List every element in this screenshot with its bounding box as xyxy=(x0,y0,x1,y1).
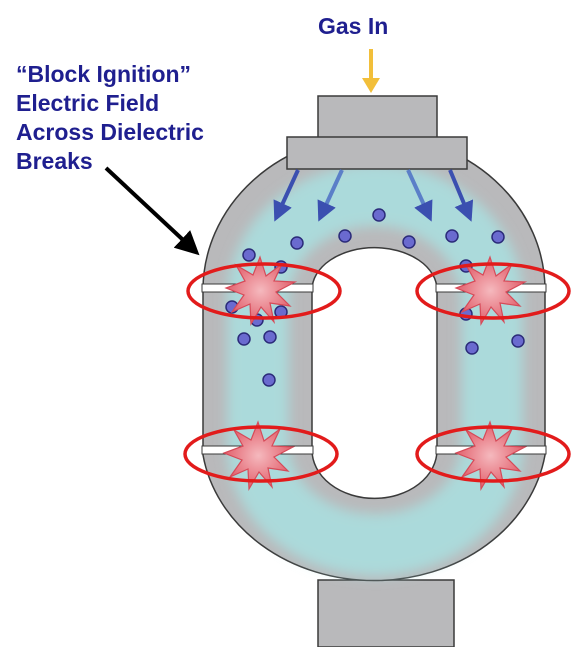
callout-line-3: Across Dielectric xyxy=(16,119,204,145)
break-ellipse-top-left xyxy=(186,262,342,320)
break-ellipse-top-right xyxy=(415,262,571,320)
particle xyxy=(372,208,386,222)
particle xyxy=(262,373,276,387)
gas-particles xyxy=(225,208,525,387)
spark-burst-icon xyxy=(222,420,296,492)
spark-burst-icon xyxy=(454,255,528,327)
particle xyxy=(465,341,479,355)
outlet-block xyxy=(317,579,455,647)
spark-burst-icon xyxy=(454,420,528,492)
particle xyxy=(491,230,505,244)
block-ignition-callout: “Block Ignition” Electric Field Across D… xyxy=(16,60,204,176)
flow-arrow-1 xyxy=(273,169,300,222)
particle xyxy=(338,229,352,243)
break-ellipse-bottom-right xyxy=(415,425,571,483)
callout-line-4: Breaks xyxy=(16,148,93,174)
ignition-sparks xyxy=(222,255,528,492)
arrow-down-icon xyxy=(362,49,380,93)
inlet-flange xyxy=(286,136,468,170)
particle xyxy=(242,248,256,262)
particle xyxy=(445,229,459,243)
gas-in-label: Gas In xyxy=(318,13,389,39)
callout-line-2: Electric Field xyxy=(16,90,160,116)
break-highlights xyxy=(183,262,571,483)
arrow-pointer-icon xyxy=(104,166,200,256)
particle xyxy=(402,235,416,249)
flow-arrow-2 xyxy=(317,169,344,222)
break-ellipse-bottom-left xyxy=(183,425,339,483)
particle xyxy=(263,330,277,344)
flow-arrow-4 xyxy=(448,169,474,222)
spark-burst-icon xyxy=(224,255,298,327)
flow-arrow-3 xyxy=(406,169,433,222)
callout-line-1: “Block Ignition” xyxy=(16,61,192,87)
particle xyxy=(237,332,251,346)
particle xyxy=(290,236,304,250)
inlet-neck xyxy=(317,95,438,141)
particle xyxy=(511,334,525,348)
flow-arrows xyxy=(273,169,474,222)
